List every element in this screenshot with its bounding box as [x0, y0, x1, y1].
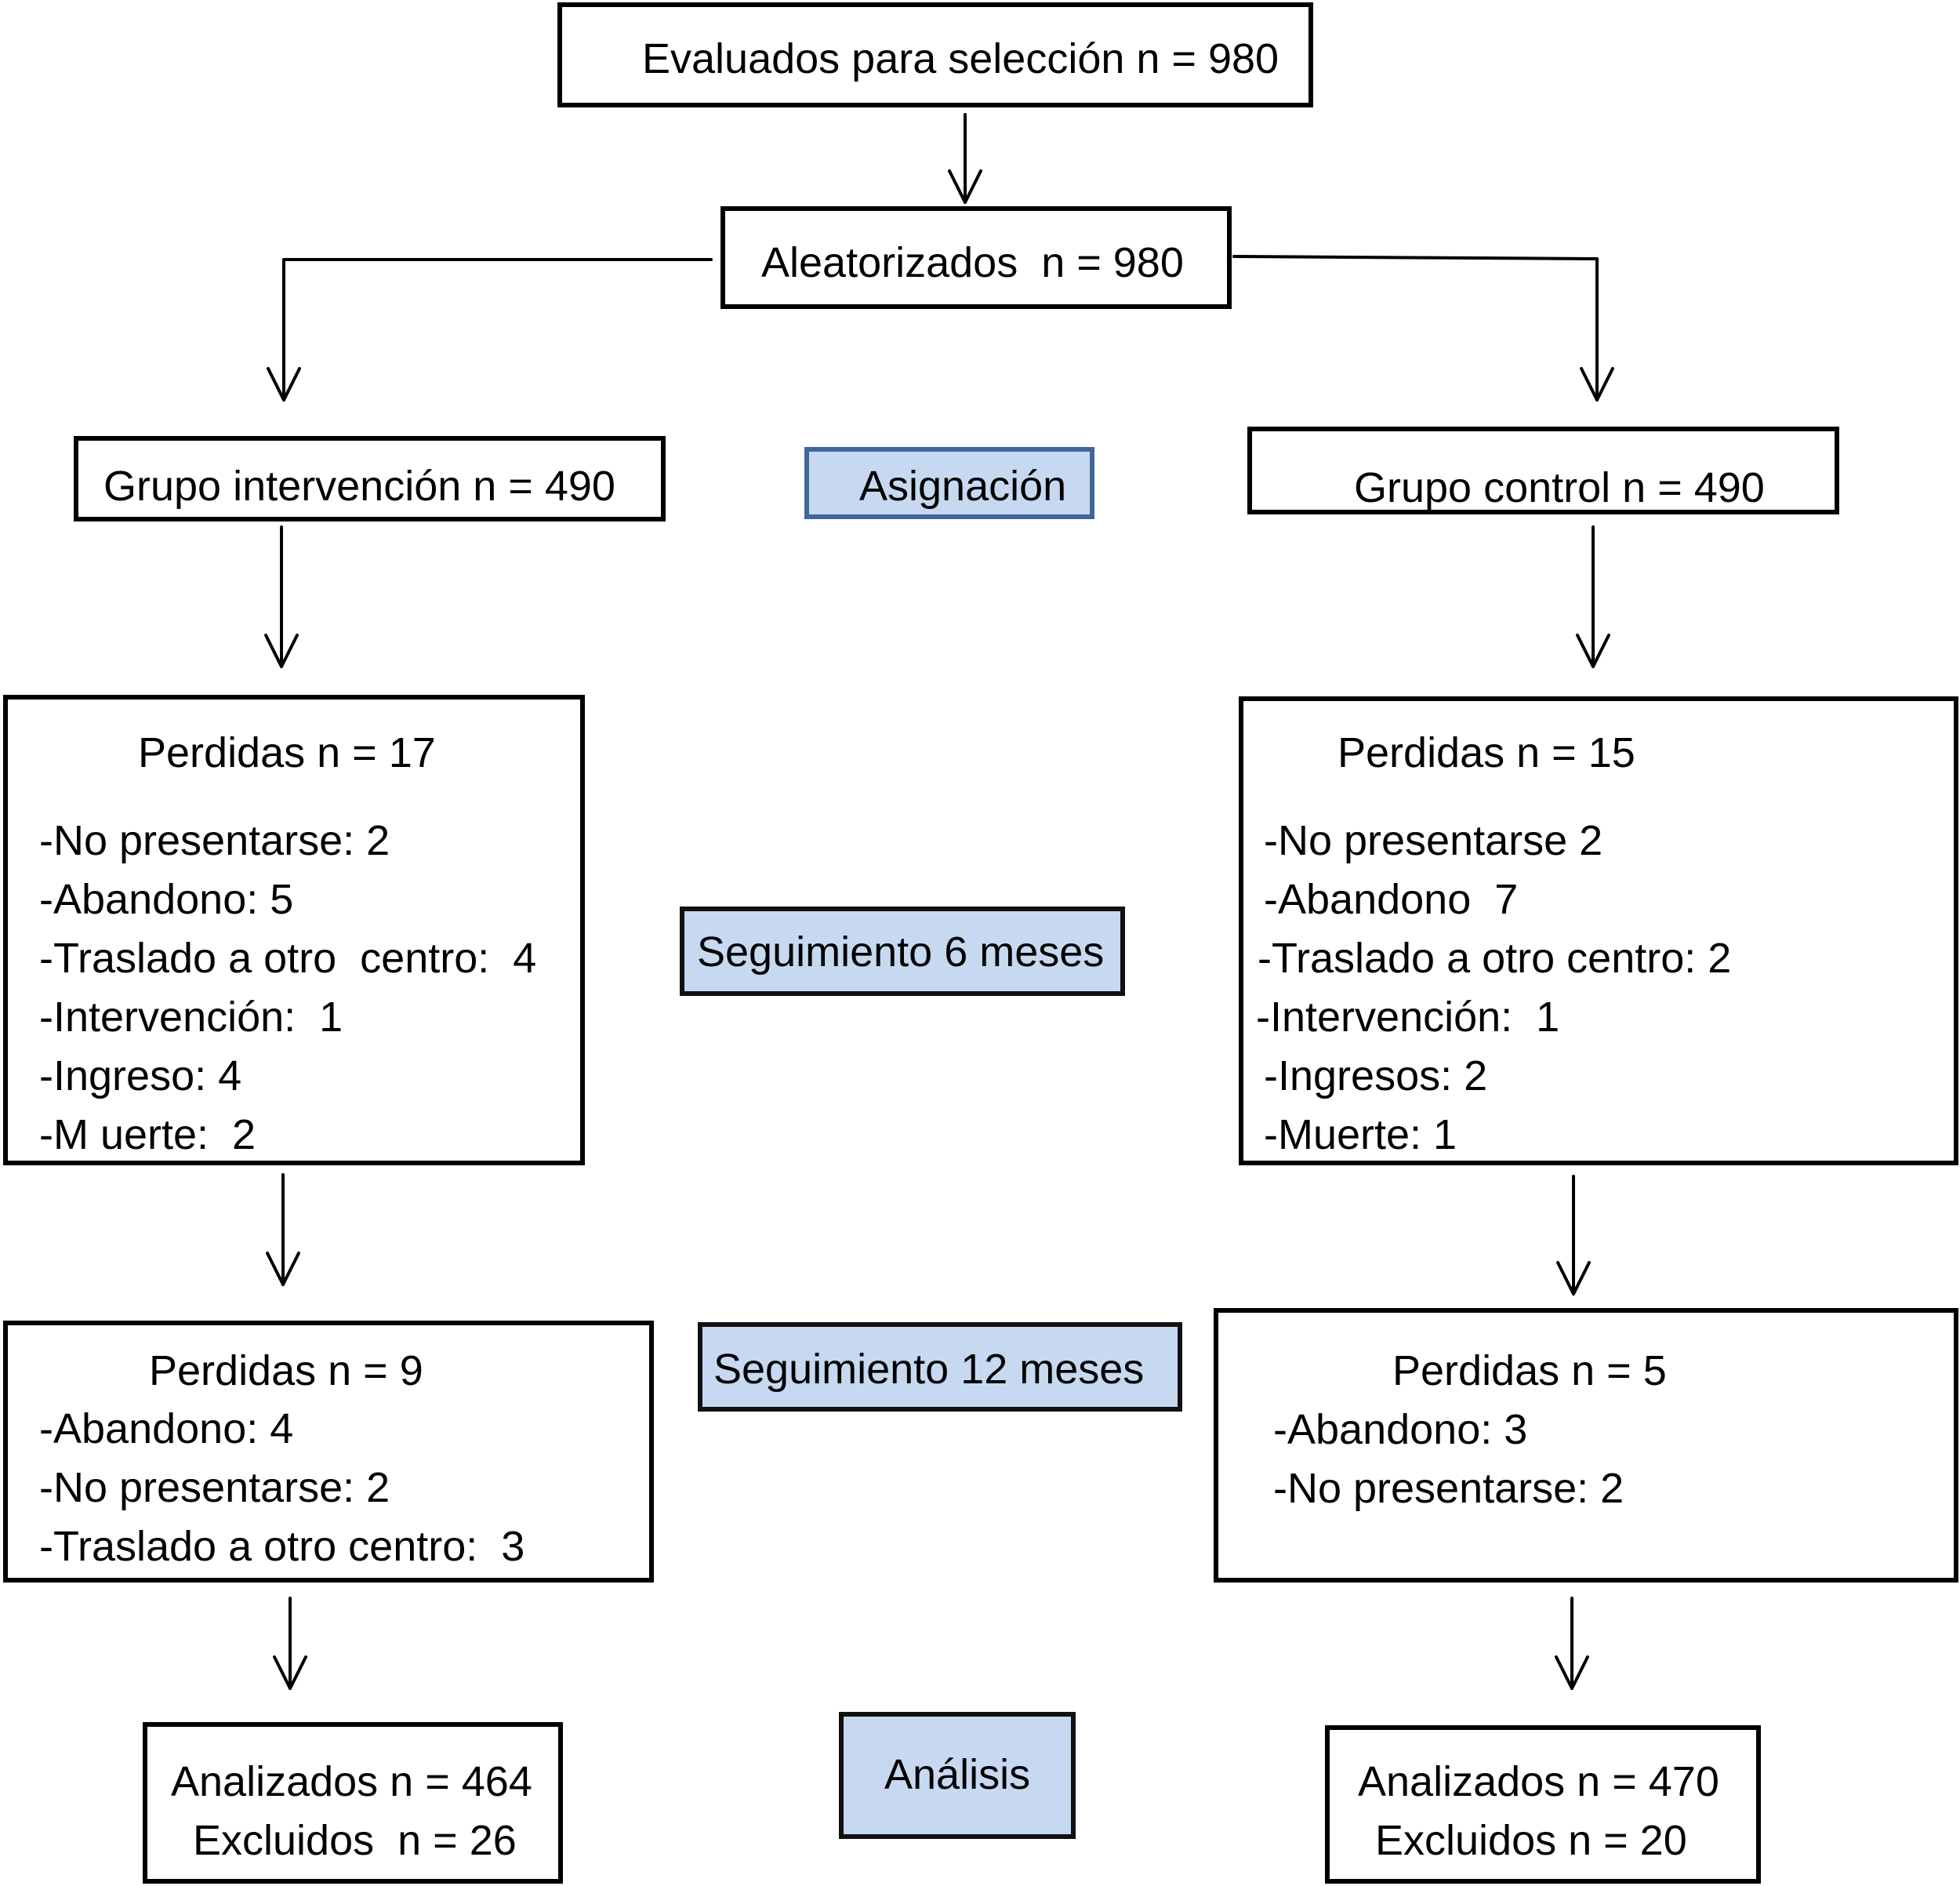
stage-allocation: Asignación [804, 447, 1094, 519]
stage-analysis: Análisis [839, 1712, 1076, 1839]
list-item: -No presentarse: 2 [39, 1464, 390, 1511]
stage-analysis-label: Análisis [884, 1751, 1031, 1798]
intervention-group-label: Grupo intervención n = 490 [103, 463, 615, 510]
list-item: -Traslado a otro centro: 4 [39, 935, 537, 982]
intervention-lost12-box: Perdidas n = 9 -Abandono: 4 -No presenta… [3, 1321, 654, 1583]
control-group-box: Grupo control n = 490 [1247, 427, 1839, 514]
list-item: -No presentarse: 2 [39, 817, 390, 864]
list-item: -Traslado a otro centro: 2 [1258, 935, 1732, 982]
list-item: -Abandono 7 [1264, 876, 1519, 923]
list-item: -Intervención: 1 [1256, 994, 1560, 1041]
list-item: -Intervención: 1 [39, 994, 343, 1041]
stage-followup-6: Seguimiento 6 meses [680, 907, 1125, 996]
arrow-control-to-lost6 [1576, 525, 1610, 668]
control-analyzed-label: Analizados n = 470 [1358, 1758, 1719, 1805]
randomized-label: Aleatorizados n = 980 [761, 239, 1184, 286]
list-item: -Ingresos: 2 [1264, 1052, 1488, 1099]
control-lost12-title: Perdidas n = 5 [1392, 1347, 1667, 1394]
arrow-intervention-lost12-to-analysis [273, 1597, 307, 1690]
list-item: -Muerte: 1 [1264, 1111, 1457, 1158]
screening-box: Evaluados para selección n = 980 [557, 2, 1313, 107]
intervention-lost12-title: Perdidas n = 9 [149, 1347, 423, 1394]
intervention-analyzed-label: Analizados n = 464 [171, 1758, 532, 1805]
list-item: -Traslado a otro centro: 3 [39, 1523, 525, 1570]
intervention-lost6-box: Perdidas n = 17 -No presentarse: 2 -Aban… [3, 695, 585, 1165]
control-lost12-box: Perdidas n = 5 -Abandono: 3 -No presenta… [1214, 1308, 1958, 1583]
arrow-control-lost12-to-analysis [1555, 1597, 1589, 1690]
stage-followup-12: Seguimiento 12 meses [698, 1322, 1182, 1412]
arrow-intervention-to-lost6 [264, 525, 299, 668]
intervention-group-box: Grupo intervención n = 490 [74, 436, 666, 521]
stage-allocation-label: Asignación [859, 463, 1067, 510]
arrow-intervention-lost6-to-lost12 [266, 1173, 300, 1286]
stage-followup-12-label: Seguimiento 12 meses [713, 1346, 1145, 1393]
list-item: -No presentarse: 2 [1273, 1465, 1624, 1512]
randomized-box: Aleatorizados n = 980 [720, 206, 1232, 309]
intervention-analysis-box: Analizados n = 464 Excluidos n = 26 [143, 1722, 563, 1884]
control-excluded-label: Excluidos n = 20 [1375, 1817, 1687, 1864]
control-analysis-box: Analizados n = 470 Excluidos n = 20 [1325, 1725, 1761, 1884]
arrow-randomized-to-intervention [267, 258, 713, 402]
control-lost6-box: Perdidas n = 15 -No presentarse 2 -Aband… [1239, 696, 1958, 1165]
arrow-randomized-to-control [1232, 255, 1614, 402]
list-item: -Abandono: 4 [39, 1405, 294, 1452]
intervention-lost6-title: Perdidas n = 17 [138, 729, 436, 776]
list-item: -No presentarse 2 [1264, 817, 1603, 864]
arrow-screening-to-randomized [948, 113, 982, 204]
list-item: -M uerte: 2 [39, 1111, 256, 1158]
list-item: -Abandono: 5 [39, 876, 294, 923]
arrow-control-lost6-to-lost12 [1556, 1175, 1591, 1295]
intervention-excluded-label: Excluidos n = 26 [193, 1817, 517, 1864]
list-item: -Abandono: 3 [1273, 1406, 1528, 1453]
control-group-label: Grupo control n = 490 [1354, 464, 1765, 511]
control-lost6-title: Perdidas n = 15 [1338, 729, 1635, 776]
list-item: -Ingreso: 4 [39, 1052, 242, 1099]
stage-followup-6-label: Seguimiento 6 meses [697, 928, 1105, 976]
screening-label: Evaluados para selección n = 980 [642, 35, 1279, 82]
